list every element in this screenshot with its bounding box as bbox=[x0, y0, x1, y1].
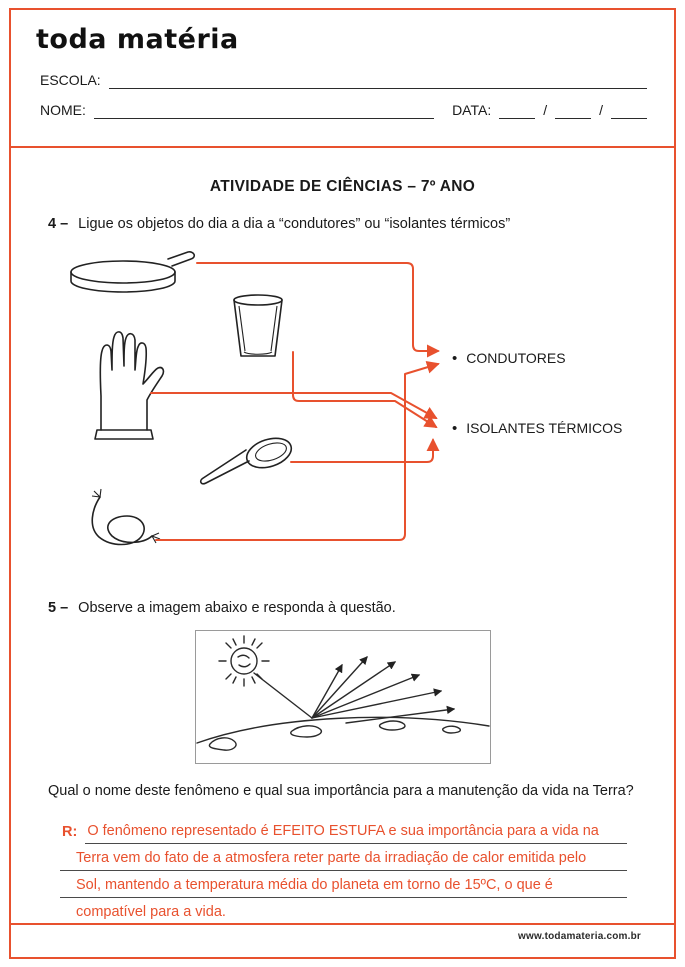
footer-url: www.todamateria.com.br bbox=[518, 931, 641, 942]
sun-earth-radiation-icon bbox=[196, 635, 490, 751]
connector-spoon-to-isolantes bbox=[290, 438, 440, 463]
page-title: ATIVIDADE DE CIÊNCIAS – 7º ANO bbox=[209, 178, 476, 195]
question-4-number: 4 – bbox=[48, 216, 69, 232]
question-5-text: Qual o nome deste fenômeno e qual sua im… bbox=[48, 783, 634, 799]
answer-line-4: compatível para a vida. bbox=[60, 898, 627, 925]
nome-blank-line bbox=[93, 103, 435, 119]
bullet-icon: • bbox=[452, 349, 458, 367]
sun-icon bbox=[218, 635, 270, 687]
answer-text-line: O fenômeno representado é EFEITO ESTUFA … bbox=[85, 817, 627, 844]
wooden-spoon-icon bbox=[199, 437, 293, 485]
answer-line-3: Sol, mantendo a temperatura média do pla… bbox=[60, 871, 627, 898]
option-isolantes: • ISOLANTES TÉRMICOS bbox=[452, 420, 622, 436]
date-year-blank bbox=[611, 103, 647, 119]
bullet-icon: • bbox=[452, 419, 458, 437]
escola-row: ESCOLA: bbox=[40, 72, 647, 89]
glove-icon bbox=[94, 331, 165, 440]
answer-block: R: O fenômeno representado é EFEITO ESTU… bbox=[60, 817, 627, 925]
matching-exercise-figure bbox=[70, 251, 440, 546]
option-condutores: • CONDUTORES bbox=[452, 350, 566, 366]
answer-text-line: compatível para a vida. bbox=[60, 898, 627, 925]
connector-glove-to-isolantes bbox=[150, 392, 438, 419]
nome-label: NOME: bbox=[40, 102, 86, 118]
header-divider bbox=[9, 146, 676, 148]
answer-label: R: bbox=[62, 824, 78, 840]
connector-pan-to-condutores bbox=[196, 262, 440, 358]
data-label: DATA: bbox=[452, 102, 492, 118]
date-slash: / bbox=[599, 102, 603, 118]
answer-line-1: R: O fenômeno representado é EFEITO ESTU… bbox=[60, 817, 627, 844]
question-5-prompt: Observe a imagem abaixo e responda à que… bbox=[78, 600, 396, 616]
answer-line-2: Terra vem do fato de a atmosfera reter p… bbox=[60, 844, 627, 871]
question-5-number: 5 – bbox=[48, 600, 69, 616]
connector-wire-to-condutores bbox=[155, 360, 440, 541]
option-condutores-label: CONDUTORES bbox=[466, 350, 566, 366]
question-4-prompt: Ligue os objetos do dia a dia a “conduto… bbox=[78, 216, 511, 232]
answer-text-line: Terra vem do fato de a atmosfera reter p… bbox=[60, 844, 627, 871]
escola-label: ESCOLA: bbox=[40, 72, 101, 88]
footer-divider bbox=[9, 923, 676, 925]
date-month-blank bbox=[555, 103, 592, 119]
question-4: 4 – Ligue os objetos do dia a dia a “con… bbox=[48, 216, 510, 232]
escola-blank-line bbox=[108, 73, 647, 89]
answer-text-line: Sol, mantendo a temperatura média do pla… bbox=[60, 871, 627, 898]
greenhouse-effect-image bbox=[195, 630, 491, 764]
brand-logo: toda matéria bbox=[36, 24, 239, 55]
question-5: 5 – Observe a imagem abaixo e responda à… bbox=[48, 600, 396, 616]
glass-cup-icon bbox=[233, 294, 283, 357]
nome-data-row: NOME: DATA: / / bbox=[40, 102, 647, 119]
date-day-blank bbox=[499, 103, 536, 119]
connector-cup-to-isolantes bbox=[292, 351, 438, 429]
wire-icon bbox=[91, 488, 161, 546]
frying-pan-icon bbox=[70, 251, 195, 293]
date-slash: / bbox=[543, 102, 548, 118]
option-isolantes-label: ISOLANTES TÉRMICOS bbox=[466, 420, 623, 436]
